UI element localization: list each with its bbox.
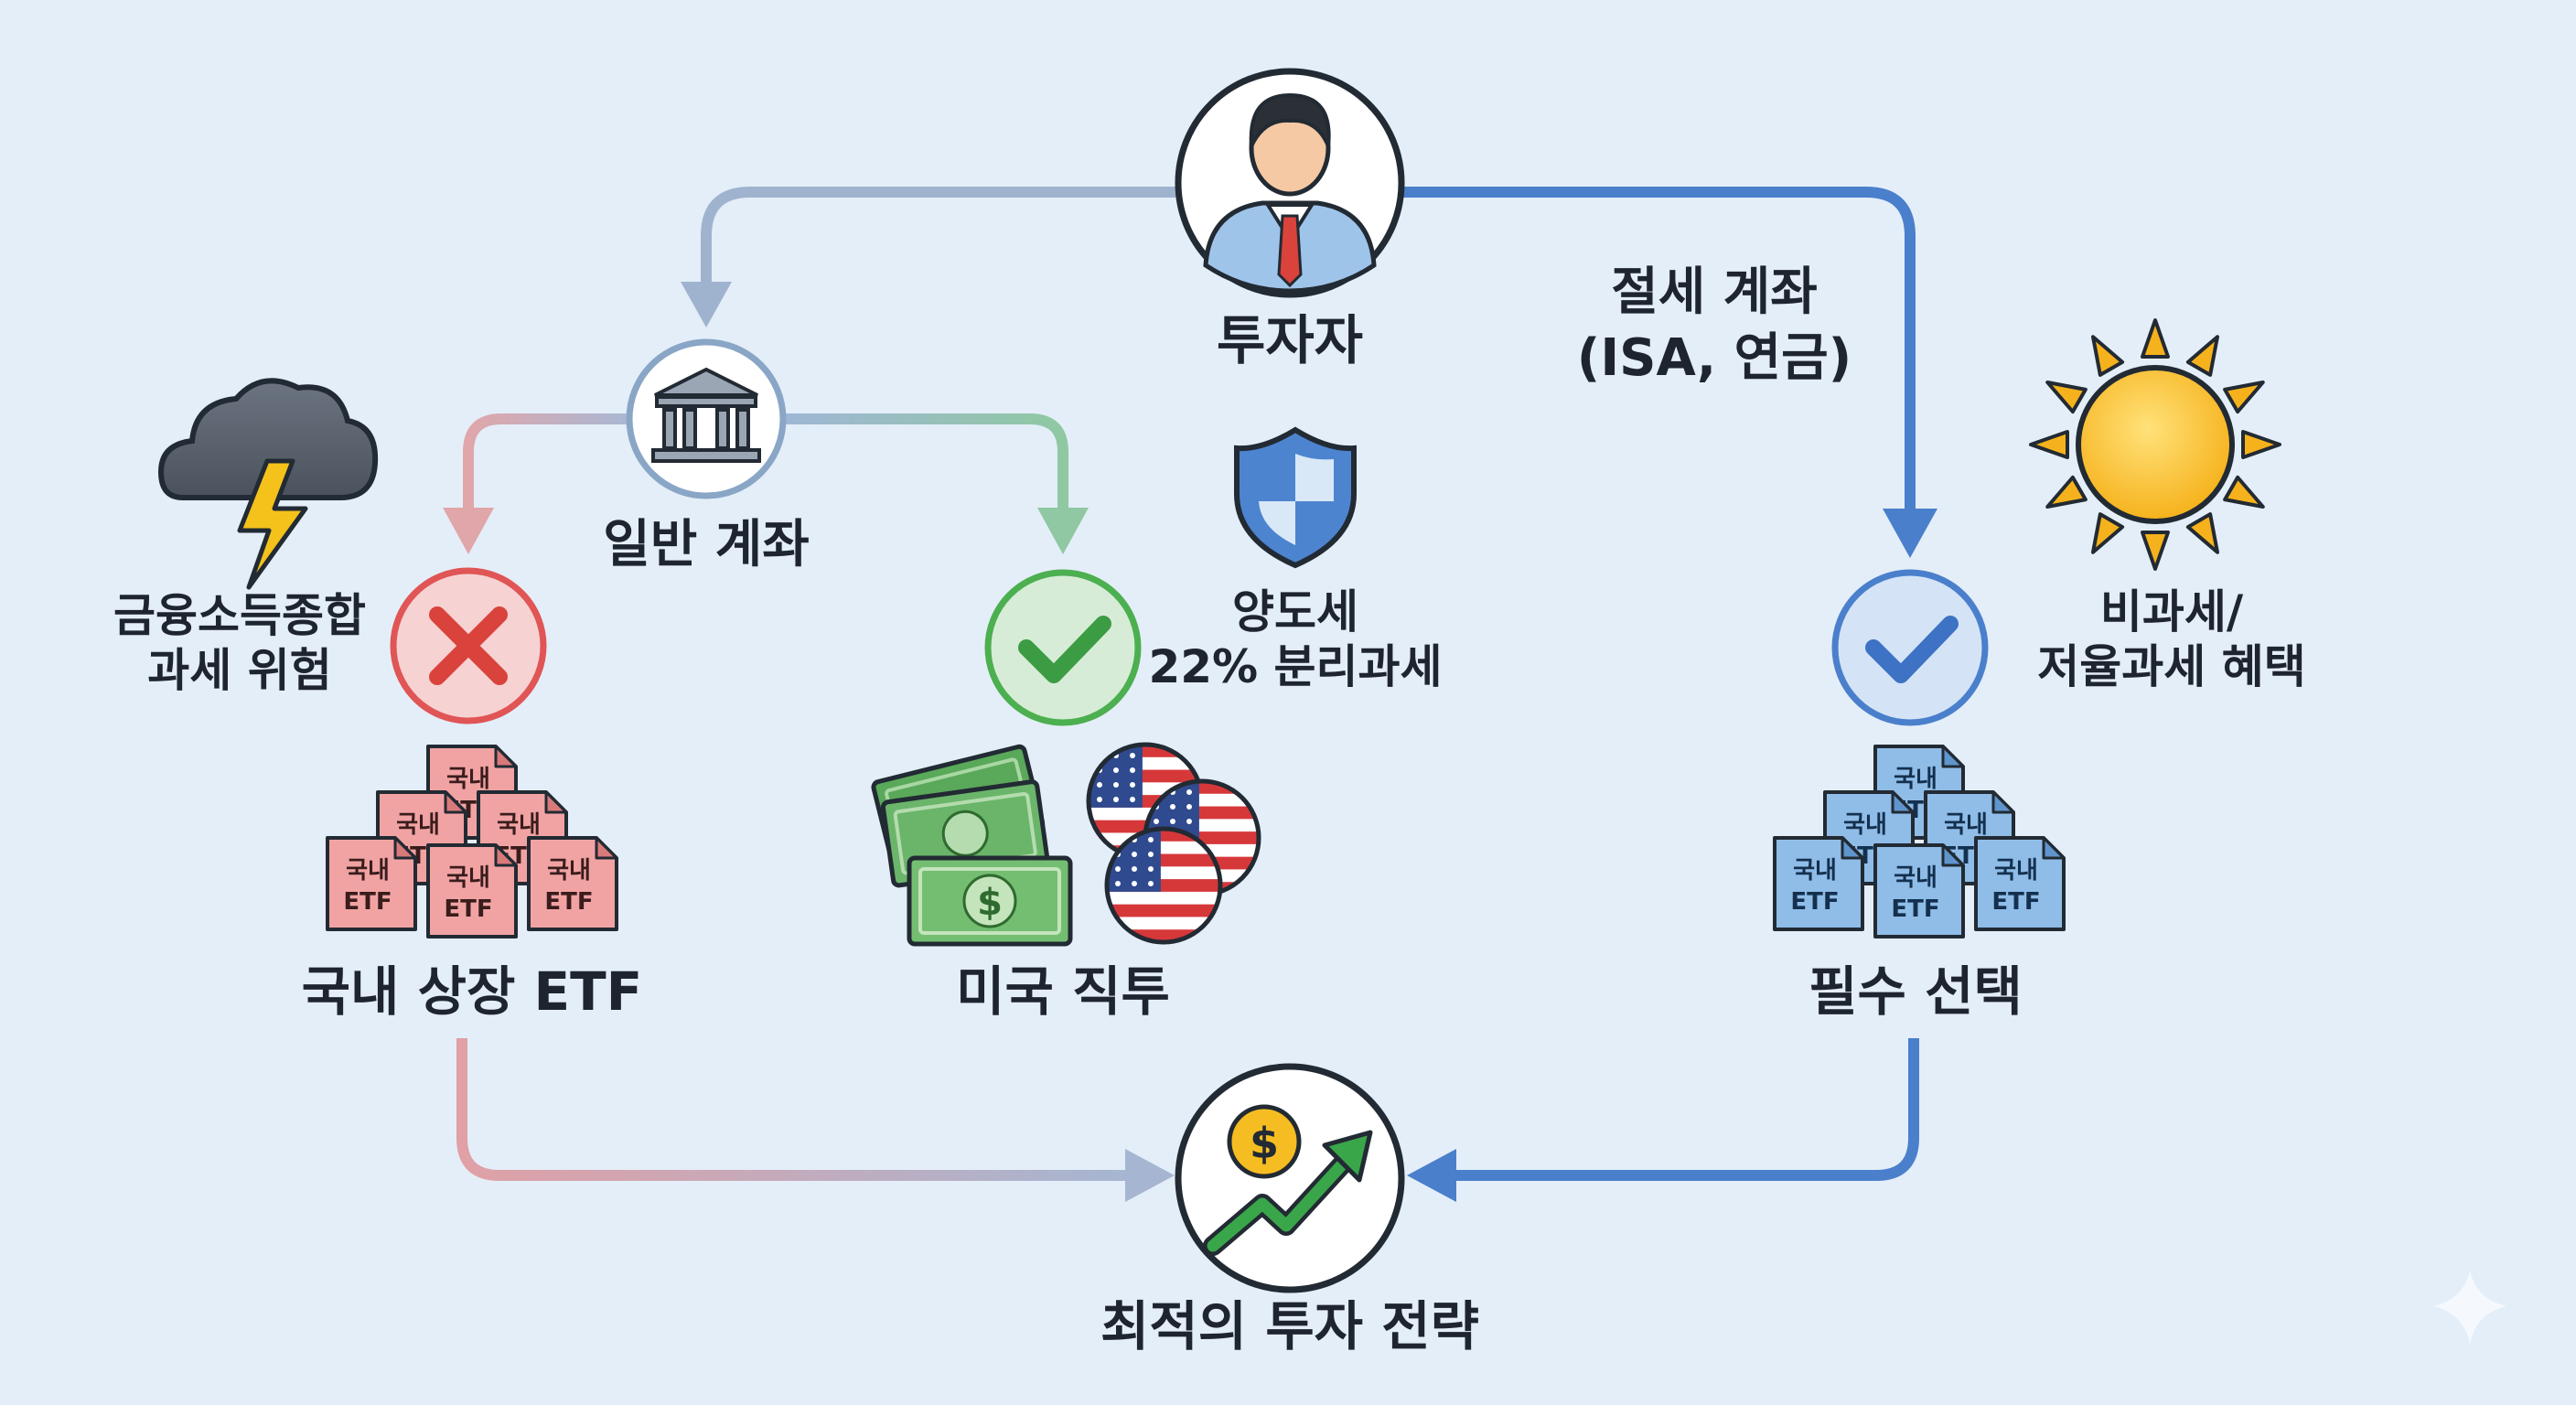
- us-flag-coin: [1104, 826, 1223, 945]
- etf-tile-line-1: 국내: [1894, 864, 1937, 892]
- sparkle-icon: [2433, 1270, 2506, 1345]
- sun-ray: [2241, 430, 2281, 459]
- etf-tile-line-1: 국내: [497, 811, 541, 839]
- required-choice-label: 필수 선택: [1809, 960, 2023, 1023]
- etf-tile: 국내 ETF: [1873, 843, 1965, 938]
- sun-ray: [2223, 475, 2265, 509]
- us-direct-status: [984, 569, 1142, 726]
- general-account-node: 일반 계좌: [603, 338, 810, 574]
- connector-general-to-domestic: [443, 413, 631, 554]
- risk-line-2: 과세 위험: [147, 644, 331, 697]
- etf-tile: 국내 ETF: [426, 843, 518, 938]
- etf-tile-line-2: ETF: [1891, 896, 1939, 923]
- etf-tile-line-1: 국내: [446, 864, 490, 892]
- sun-ray: [2141, 531, 2170, 571]
- etf-tile-line-1: 국내: [1994, 857, 2038, 885]
- domestic-etf-status: [390, 567, 547, 724]
- etf-tile-line-1: 국내: [1894, 766, 1937, 793]
- sun-ray: [2185, 512, 2219, 554]
- connector-domestic-to-strategy: [456, 1038, 1175, 1202]
- capital-gains-line-1: 양도세: [1232, 585, 1358, 638]
- etf-tile: 국내 ETF: [527, 836, 618, 931]
- sun-ray: [2091, 335, 2125, 377]
- tax-saving-line-2: (ISA, 연금): [1577, 328, 1852, 388]
- sun-ray: [2045, 475, 2088, 509]
- general-account-label: 일반 계좌: [603, 515, 810, 574]
- sun-ray: [2045, 381, 2088, 414]
- sun-ray: [2029, 430, 2069, 459]
- etf-tile-line-2: ETF: [1790, 888, 1839, 916]
- check-mark-icon: [1865, 616, 1959, 683]
- etf-tile: 국내 ETF: [1974, 836, 2066, 931]
- sun-ray: [2185, 335, 2219, 377]
- required-choice-status: [1831, 569, 1989, 726]
- tax-benefit-line-2: 저율과세 혜택: [2037, 640, 2305, 693]
- investor-label: 투자자: [1217, 309, 1363, 371]
- check-mark-icon: [1018, 616, 1111, 683]
- investor-node: 투자자: [1175, 68, 1405, 371]
- x-mark-icon: [429, 606, 508, 685]
- etf-tile-line-1: 국내: [547, 857, 591, 885]
- etf-tile-line-2: ETF: [343, 888, 392, 916]
- sun-ray: [2141, 318, 2170, 359]
- capital-gains-line-2: 22% 분리과세: [1148, 640, 1442, 693]
- etf-tile-line-1: 국내: [346, 857, 390, 885]
- etf-tile-line-2: ETF: [444, 896, 492, 923]
- sun-icon: [2029, 318, 2281, 571]
- svg-text:$: $: [977, 882, 1003, 924]
- tax-benefit-line-1: 비과세/: [2100, 585, 2244, 638]
- us-flag-coins-icon: [1086, 742, 1261, 945]
- etf-tile-line-1: 국내: [1843, 811, 1887, 839]
- storm-cloud-icon: [157, 378, 379, 590]
- person-icon: [1203, 92, 1377, 294]
- dollar-bills-icon: $: [871, 744, 1073, 947]
- etf-tile-line-1: 국내: [396, 811, 440, 839]
- etf-tile: 국내 ETF: [1773, 836, 1864, 931]
- growth-arrow-icon: $: [1203, 1104, 1373, 1256]
- optimal-strategy-label: 최적의 투자 전략: [1100, 1295, 1479, 1357]
- connector-general-to-us: [782, 413, 1089, 554]
- tax-saving-line-1: 절세 계좌: [1611, 263, 1818, 322]
- us-direct-label: 미국 직투: [956, 960, 1170, 1023]
- connector-required-to-strategy: [1407, 1038, 1919, 1202]
- connector-investor-to-tax-saving: [1400, 187, 1937, 558]
- etf-tile-line-2: ETF: [544, 888, 593, 916]
- bank-icon: [651, 367, 761, 463]
- domestic-etf-label: 국내 상장 ETF: [302, 960, 643, 1023]
- risk-line-1: 금융소득종합: [113, 589, 366, 642]
- sun-ray: [2223, 381, 2265, 414]
- sun-disc: [2076, 365, 2235, 524]
- shield-icon: [1234, 426, 1357, 569]
- etf-tile-line-2: ETF: [1991, 888, 2040, 916]
- connector-investor-to-general: [681, 187, 1180, 327]
- etf-tile: 국내 ETF: [326, 836, 417, 931]
- etf-tile-line-1: 국내: [1793, 857, 1837, 885]
- sun-ray: [2091, 512, 2125, 554]
- optimal-strategy-node: $ 최적의 투자 전략: [1100, 1063, 1479, 1357]
- etf-tile-line-1: 국내: [446, 766, 490, 793]
- etf-tile-line-1: 국내: [1944, 811, 1988, 839]
- svg-text:$: $: [1250, 1119, 1279, 1168]
